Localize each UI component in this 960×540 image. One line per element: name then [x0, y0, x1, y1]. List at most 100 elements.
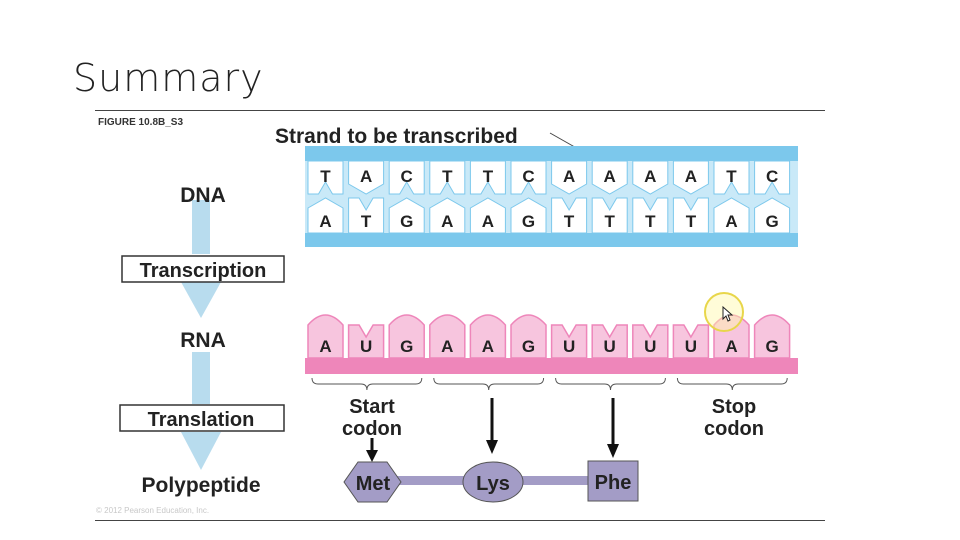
- rna-base-label: A: [725, 337, 737, 356]
- rna-base: [591, 324, 628, 359]
- dna-complement-base-label: T: [686, 212, 697, 231]
- dna-complement-base: [469, 197, 506, 234]
- translation-box: [119, 404, 285, 432]
- dna-template-base: [429, 160, 466, 195]
- dna-template-base: [348, 160, 385, 195]
- rna-base-label: U: [644, 337, 656, 356]
- translation-label: Translation: [148, 409, 255, 431]
- top-divider: [95, 110, 825, 111]
- dna-complement-base-label: G: [400, 212, 413, 231]
- flow-arrow-head-2: [181, 432, 221, 470]
- bottom-divider: [95, 520, 825, 521]
- dna-template-base: [307, 160, 344, 195]
- dna-template-base: [632, 160, 669, 195]
- mouse-pointer-icon: [722, 305, 734, 322]
- codon-braces: [311, 377, 788, 391]
- dna-complement-base: [632, 197, 669, 234]
- rna-base: [672, 324, 710, 359]
- dna-template-base: [672, 160, 709, 195]
- translation-arrows: [366, 398, 619, 462]
- dna-complement-base: [348, 197, 385, 234]
- dna-complement-base-label: G: [765, 212, 778, 231]
- rna-base-label: A: [319, 337, 331, 356]
- dna-template-base-label: A: [685, 167, 697, 186]
- dna-complement-base: [672, 197, 709, 234]
- amino-acid-phe: [587, 460, 639, 502]
- dna-template-base: [551, 160, 588, 195]
- stop-codon-label-line2: codon: [704, 418, 764, 440]
- flow-arrow-head-1: [181, 282, 221, 318]
- dna-template-base: [591, 160, 628, 195]
- rna-base: [388, 314, 425, 359]
- dna-complement-base-label: A: [725, 212, 737, 231]
- dna-complement-base-label: T: [361, 212, 372, 231]
- codon-brace: [433, 377, 545, 391]
- rna-backbone: [305, 358, 798, 374]
- polypeptide-chain: Met Lys Phe: [343, 460, 639, 503]
- amino-acid-phe-label: Phe: [595, 472, 632, 494]
- dna-complement-base: [591, 197, 628, 234]
- dna-complement-base: [713, 197, 750, 234]
- dna-complement-base: [754, 197, 791, 234]
- figure-label: FIGURE 10.8B_S3: [98, 117, 184, 128]
- rna-base-label: G: [400, 337, 413, 356]
- dna-complement-base-label: T: [645, 212, 656, 231]
- dna-template-base-label: C: [522, 167, 534, 186]
- copyright-notice: © 2012 Pearson Education, Inc.: [96, 506, 210, 515]
- dna-template-base: [754, 160, 791, 195]
- rna-base-label: A: [441, 337, 453, 356]
- polypeptide-label: Polypeptide: [141, 474, 260, 497]
- amino-acid-met-label: Met: [356, 473, 391, 495]
- flow-arrow-shaft-3: [192, 352, 210, 404]
- rna-label: RNA: [180, 329, 226, 352]
- dna-template-base-label: T: [483, 167, 494, 186]
- dna-template-base: [510, 160, 547, 195]
- rna-base: [347, 324, 385, 359]
- dna-bottom-backbone: [305, 233, 798, 247]
- stop-codon-label-line1: Stop: [712, 396, 756, 418]
- arrow-met-head: [366, 450, 378, 462]
- rna-base-label: U: [563, 337, 575, 356]
- start-codon-label-line1: Start: [349, 396, 395, 418]
- rna-base-label: A: [482, 337, 494, 356]
- flow-arrow-shaft-1: [192, 200, 210, 254]
- rna-base: [307, 314, 344, 359]
- arrow-lys-head: [486, 440, 498, 454]
- rna-base-label: U: [685, 337, 697, 356]
- rna-base: [550, 324, 588, 359]
- dna-template-base-label: T: [442, 167, 453, 186]
- dna-complement-base: [388, 197, 425, 234]
- dna-template-base-label: T: [726, 167, 737, 186]
- dna-complement-base: [551, 197, 588, 234]
- rna-base: [632, 324, 669, 359]
- dna-template-base-label: A: [604, 167, 616, 186]
- dna-template-base-label: A: [563, 167, 575, 186]
- codon-brace: [555, 377, 666, 391]
- dna-template-base: [469, 160, 506, 195]
- dna-complement-base-label: T: [605, 212, 616, 231]
- dna-top-backbone: [305, 146, 798, 161]
- dna-template-base: [713, 160, 750, 195]
- rna-base: [429, 314, 466, 359]
- flow-arrow: [181, 200, 221, 470]
- transcription-box: [121, 255, 285, 283]
- amino-acid-lys-label: Lys: [476, 473, 510, 495]
- rna-base: [753, 314, 791, 359]
- rna-base-label: G: [522, 337, 535, 356]
- rna-base: [510, 314, 547, 359]
- dna-complement-base: [429, 197, 466, 234]
- dna-template-base: [388, 160, 425, 195]
- dna-complement-base-label: A: [441, 212, 453, 231]
- dna-complement-base-label: A: [319, 212, 331, 231]
- dna-template-base-label: C: [766, 167, 778, 186]
- dna-template-base-label: C: [401, 167, 413, 186]
- rna-base-label: U: [360, 337, 372, 356]
- strand-label: Strand to be transcribed: [275, 125, 518, 148]
- transcription-label: Transcription: [140, 260, 267, 282]
- slide-title: Summary: [73, 56, 264, 100]
- dna-complement-base-label: T: [564, 212, 575, 231]
